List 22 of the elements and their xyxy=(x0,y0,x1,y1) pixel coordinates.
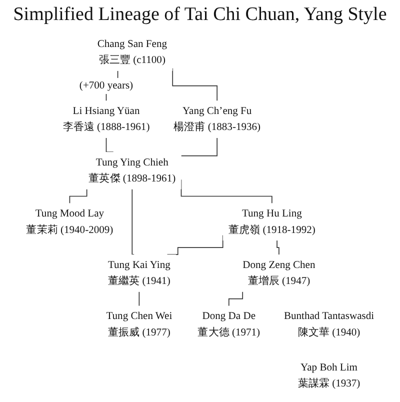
node-text: Yap Boh Lim 葉謀霖 (1937) xyxy=(298,362,360,390)
connector xyxy=(138,291,140,306)
connector xyxy=(69,188,88,204)
connector xyxy=(276,240,280,255)
connector xyxy=(228,291,243,306)
node-text: Yang Ch’eng Fu 楊澄甫 (1883-1936) xyxy=(173,106,260,133)
connector xyxy=(106,138,114,152)
connector xyxy=(172,68,218,102)
diagram-title: Simplified Lineage of Tai Chi Chuan, Yang Style xyxy=(12,4,388,26)
node-text: Bunthad Tantaswasdi 陳文華 (1940) xyxy=(284,310,374,338)
edge-label: (+700 years) xyxy=(79,80,133,92)
connector xyxy=(132,188,134,255)
node-text: Tung Chen Wei 董振威 (1977) xyxy=(106,310,172,338)
node-text: Tung Ying Chieh 董英傑 (1898-1961) xyxy=(88,156,176,184)
node-text: Tung Hu Ling 董虎嶺 (1918-1992) xyxy=(228,208,316,236)
node-text: Tung Kai Ying 董繼英 (1941) xyxy=(108,259,170,287)
node-text: Li Hsiang Yüan 李香遠 (1888-1961) xyxy=(62,106,150,133)
node-text: Dong Da De 董大德 (1971) xyxy=(198,310,260,338)
connector xyxy=(180,138,218,156)
node-text: Dong Zeng Chen 董增辰 (1947) xyxy=(242,259,316,287)
node-text: Tung Mood Lay 董茉莉 (1940-2009) xyxy=(26,208,114,236)
node-text: Chang San Feng 張三豐 (c1100) xyxy=(97,38,167,66)
